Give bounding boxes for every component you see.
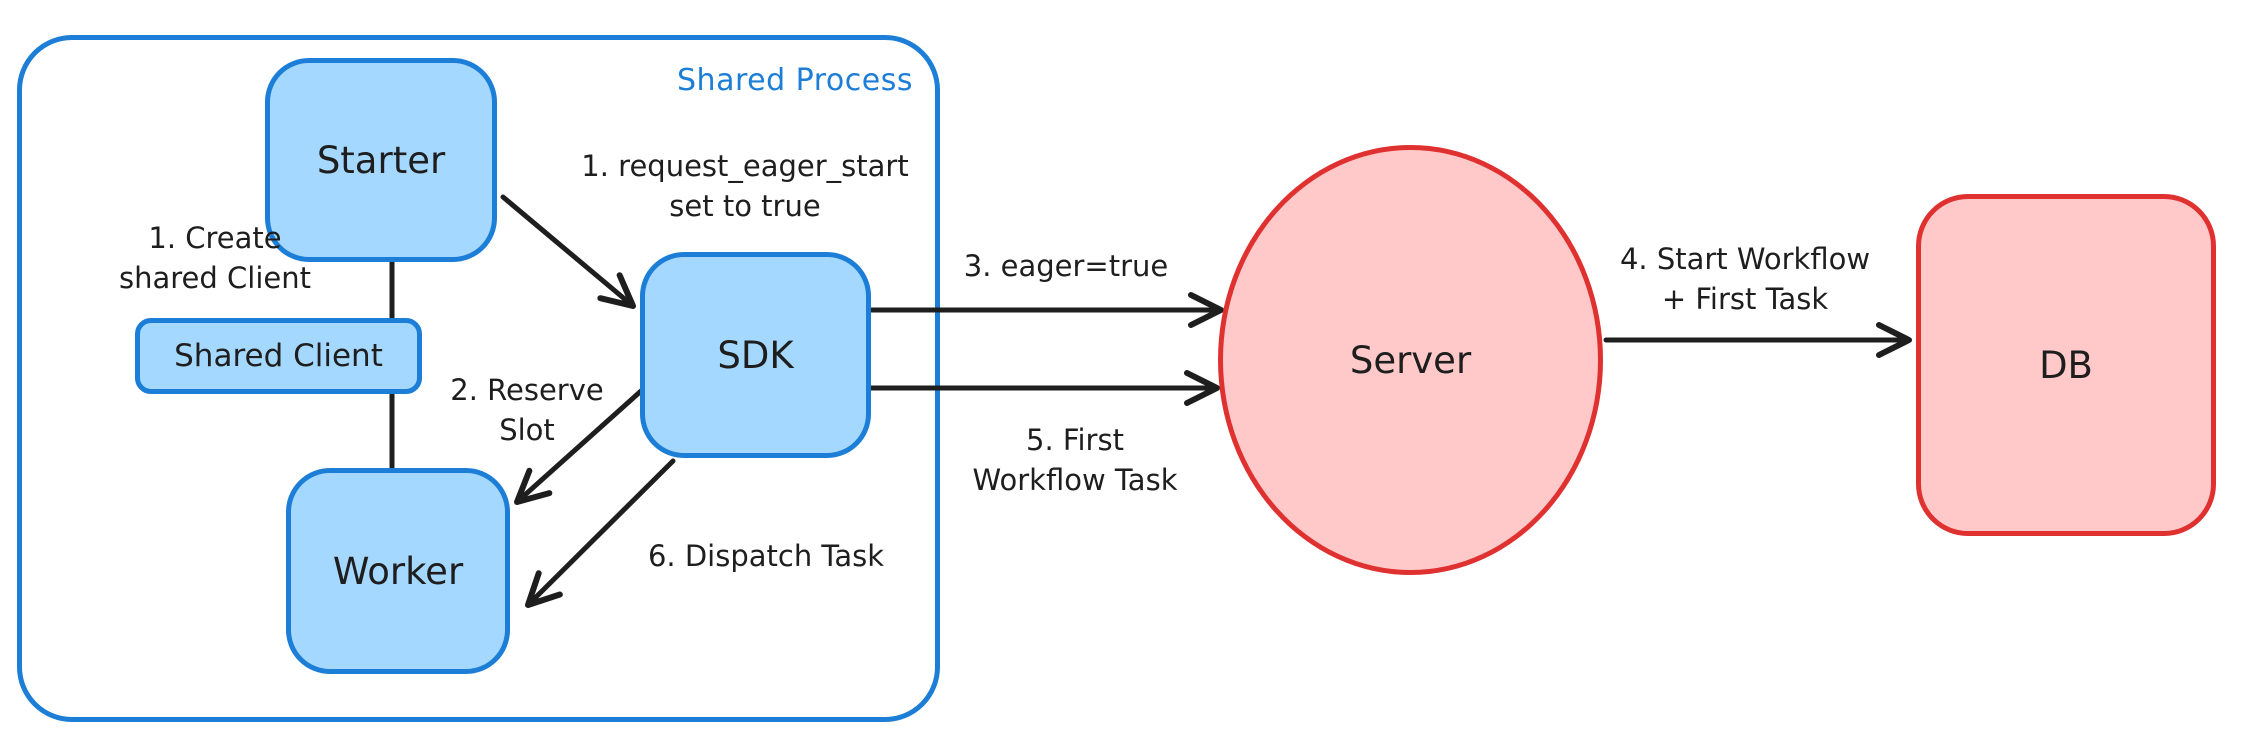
annotation-start-workflow-first-task: 4. Start Workflow + First Task <box>1595 239 1895 319</box>
node-sdk-label: SDK <box>717 333 794 377</box>
annotation-line: 1. Create <box>148 221 282 255</box>
node-server-label: Server <box>1349 338 1472 382</box>
arrow-starter-sdk <box>500 194 636 309</box>
node-worker-label: Worker <box>332 549 464 593</box>
shared-process-container: Shared Process <box>17 35 940 722</box>
arrow-sdk-worker-reserve-slot <box>514 388 644 505</box>
annotation-line: 1. request_eager_start <box>581 149 909 183</box>
annotation-dispatch-task: 6. Dispatch Task <box>616 536 916 576</box>
node-shared-client-label: Shared Client <box>174 338 383 374</box>
annotation-line: + First Task <box>1661 282 1829 316</box>
annotation-request-eager-start: 1. request_eager_start set to true <box>545 146 945 226</box>
node-server: Server <box>1218 145 1603 575</box>
node-starter-label: Starter <box>316 138 446 182</box>
node-worker: Worker <box>286 468 510 674</box>
annotation-line: 3. eager=true <box>963 249 1169 283</box>
annotation-line: 5. First <box>1026 423 1124 457</box>
node-sdk: SDK <box>640 252 871 458</box>
node-starter: Starter <box>265 58 497 262</box>
annotation-create-shared-client: 1. Create shared Client <box>45 218 385 298</box>
annotation-line: set to true <box>669 189 821 223</box>
shared-process-label: Shared Process <box>677 63 913 98</box>
arrow-sdk-worker-dispatch-task <box>525 458 676 608</box>
annotation-line: 4. Start Workflow <box>1619 242 1871 276</box>
annotation-line: Workflow Task <box>972 463 1178 497</box>
annotation-line: 2. Reserve <box>450 373 604 407</box>
node-db: DB <box>1916 194 2216 536</box>
annotation-line: shared Client <box>119 261 311 295</box>
node-db-label: DB <box>2039 343 2093 387</box>
node-shared-client: Shared Client <box>135 318 422 394</box>
annotation-line: 6. Dispatch Task <box>647 539 885 573</box>
annotation-eager-true: 3. eager=true <box>946 246 1186 286</box>
annotation-line: Slot <box>499 413 555 447</box>
annotation-first-workflow-task: 5. First Workflow Task <box>942 420 1208 500</box>
annotation-reserve-slot: 2. Reserve Slot <box>427 370 627 450</box>
